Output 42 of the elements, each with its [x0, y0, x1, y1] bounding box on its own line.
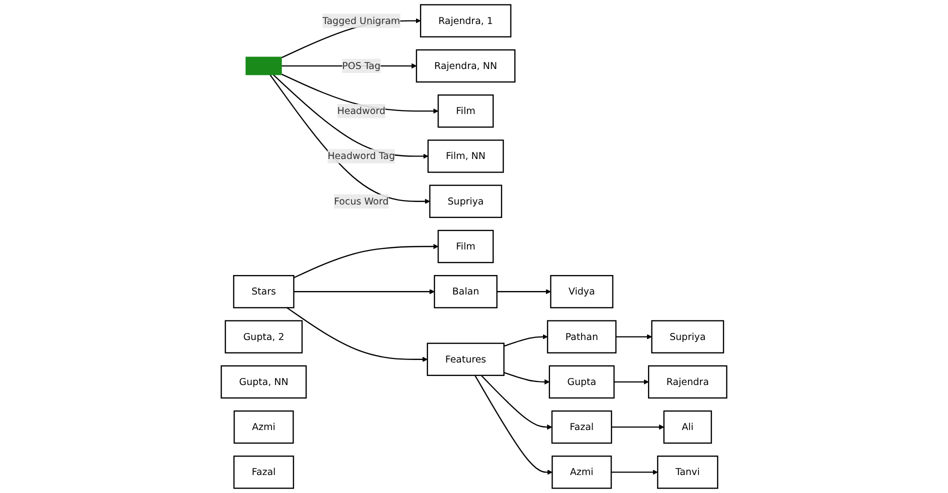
node-box: Gupta, NN: [220, 365, 307, 399]
node-box: Rajendra, NN: [416, 49, 516, 83]
arrow: [272, 74, 428, 159]
node-box: Stars: [233, 275, 294, 308]
arrow: [611, 424, 664, 430]
node-bar: [246, 56, 282, 76]
arrow: [286, 307, 428, 362]
edge-label: Tagged Unigram: [322, 14, 400, 26]
arrow: [611, 470, 658, 475]
arrow: [480, 374, 552, 430]
edge-label: POS Tag: [342, 60, 380, 72]
node-box: Features: [426, 342, 505, 376]
node-box: Fazal: [233, 456, 294, 489]
node-box: Fazal: [551, 410, 612, 444]
node-box: Balan: [434, 275, 498, 308]
edge-label: Focus Word: [334, 195, 389, 207]
arrow: [504, 334, 548, 347]
node-box: Azmi: [552, 456, 612, 489]
node-box: Azmi: [234, 410, 294, 444]
arrow: [270, 74, 430, 204]
node-box: Ali: [663, 410, 712, 444]
arrow: [504, 372, 550, 385]
arrow: [616, 334, 652, 340]
node-box: Film: [438, 94, 494, 128]
node-box: Supriya: [651, 320, 724, 354]
node-box: Tanvi: [657, 456, 718, 489]
node-box: Pathan: [546, 320, 616, 354]
node-box: Vidya: [550, 275, 614, 308]
node-box: Rajendra, 1: [420, 4, 512, 38]
node-box: Film: [438, 230, 494, 264]
edge-label: Headword Tag: [328, 150, 395, 162]
edge-label: Headword: [337, 105, 386, 116]
arrow: [294, 289, 435, 294]
node-box: Gupta, 2: [224, 320, 303, 354]
arrow: [474, 375, 552, 475]
node-box: Supriya: [429, 184, 502, 218]
arrow: [496, 289, 551, 294]
arrow: [614, 379, 649, 385]
node-box: Gupta: [548, 365, 615, 399]
node-box: Film, NN: [427, 140, 504, 173]
arrow: [294, 244, 438, 278]
node-box: Rajendra: [648, 365, 728, 399]
